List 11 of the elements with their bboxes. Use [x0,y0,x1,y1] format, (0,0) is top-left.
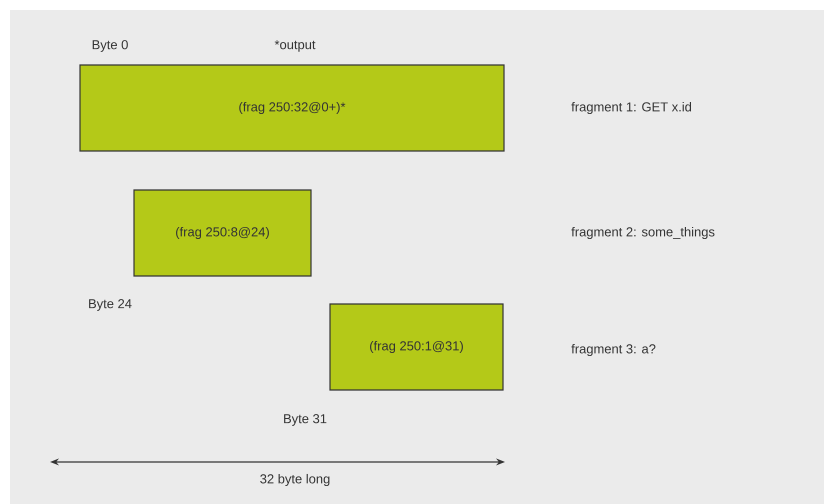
dimension-label: 32 byte long [260,474,330,486]
byte-label: Byte 31 [284,414,326,426]
fragment-box: (frag 250:8@24) [133,189,312,277]
fragment-box: (frag 250:32@0+)* [79,64,505,152]
fragment-label: fragment 3: a? [571,344,656,356]
byte-label: Byte 0 [92,40,128,52]
byte-label: Byte 24 [89,299,132,311]
fragment-label: fragment 1: GET x.id [571,102,692,114]
fragment-label: fragment 2: some_things [571,226,714,240]
note-text: *output [274,40,316,52]
fragment-box: (frag 250:1@31) [329,303,504,391]
